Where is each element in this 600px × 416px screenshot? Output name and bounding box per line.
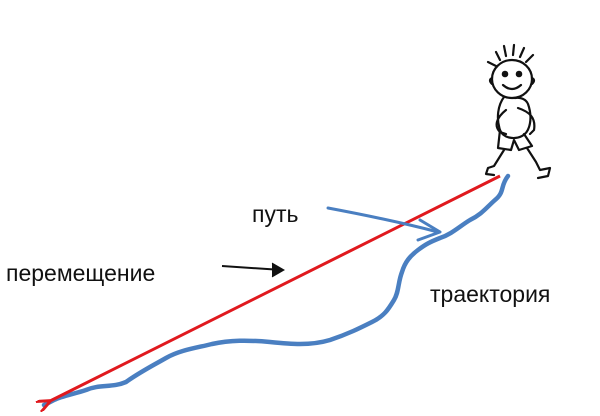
displacement-arrow bbox=[48, 174, 501, 402]
trajectory-label: траектория bbox=[430, 281, 551, 307]
path-label: путь bbox=[252, 201, 299, 227]
displacement-label: перемещение bbox=[6, 260, 156, 286]
trajectory-curve bbox=[41, 173, 511, 408]
displacement-pointer-arrow bbox=[221, 262, 285, 278]
stick-figure-walking-boy-icon bbox=[484, 43, 552, 180]
path-pointer-arrow bbox=[326, 206, 442, 242]
